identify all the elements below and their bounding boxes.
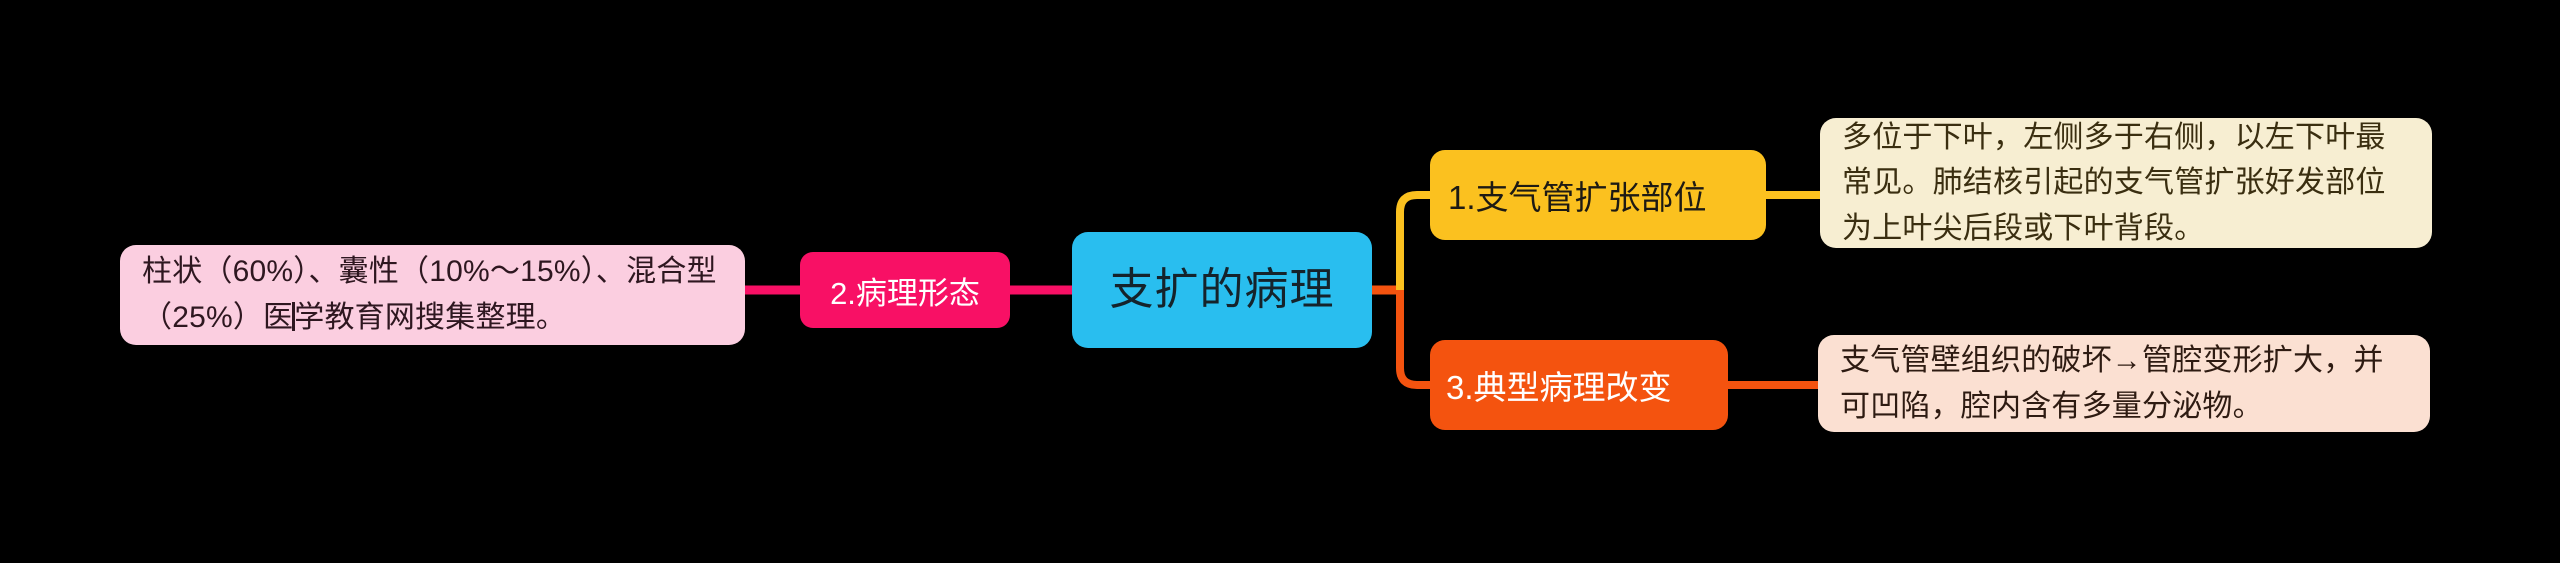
connector-central-to-branch3 bbox=[1396, 290, 1431, 389]
note-panel-branch1-text: 多位于下叶，左侧多于右侧，以左下叶最常见。肺结核引起的支气管扩张好发部位为上叶尖… bbox=[1842, 120, 2386, 245]
note-panel-branch2[interactable]: 柱状（60%）、囊性（10%～15%）、混合型（25%）医学教育网搜集整理。 bbox=[120, 245, 745, 345]
branch-node-1[interactable]: 1.支气管扩张部位 bbox=[1430, 150, 1766, 240]
central-topic-label: 支扩的病理 bbox=[1109, 264, 1335, 314]
note-text-before-caret: 柱状（60%）、囊性（10%～15%）、混合型（25%）医 bbox=[142, 255, 717, 334]
branch-node-1-label: 1.支气管扩张部位 bbox=[1448, 179, 1707, 216]
note-text-after-caret: 学教育网搜集整理。 bbox=[294, 301, 567, 334]
central-topic-node[interactable]: 支扩的病理 bbox=[1072, 232, 1372, 348]
note-panel-branch3[interactable]: 支气管壁组织的破坏→管腔变形扩大，并可凹陷，腔内含有多量分泌物。 bbox=[1818, 335, 2430, 432]
note-panel-branch1[interactable]: 多位于下叶，左侧多于右侧，以左下叶最常见。肺结核引起的支气管扩张好发部位为上叶尖… bbox=[1820, 118, 2432, 248]
branch-node-3[interactable]: 3.典型病理改变 bbox=[1430, 340, 1728, 430]
connector-central-to-branch1 bbox=[1396, 191, 1431, 290]
text-caret bbox=[292, 302, 296, 332]
note-panel-branch3-text: 支气管壁组织的破坏→管腔变形扩大，并可凹陷，腔内含有多量分泌物。 bbox=[1840, 343, 2384, 423]
branch-node-2[interactable]: 2.病理形态 bbox=[800, 252, 1010, 328]
note-panel-branch2-text: 柱状（60%）、囊性（10%～15%）、混合型（25%）医学教育网搜集整理。 bbox=[142, 249, 723, 340]
branch-node-3-label: 3.典型病理改变 bbox=[1446, 369, 1672, 406]
branch-node-2-label: 2.病理形态 bbox=[830, 275, 980, 311]
